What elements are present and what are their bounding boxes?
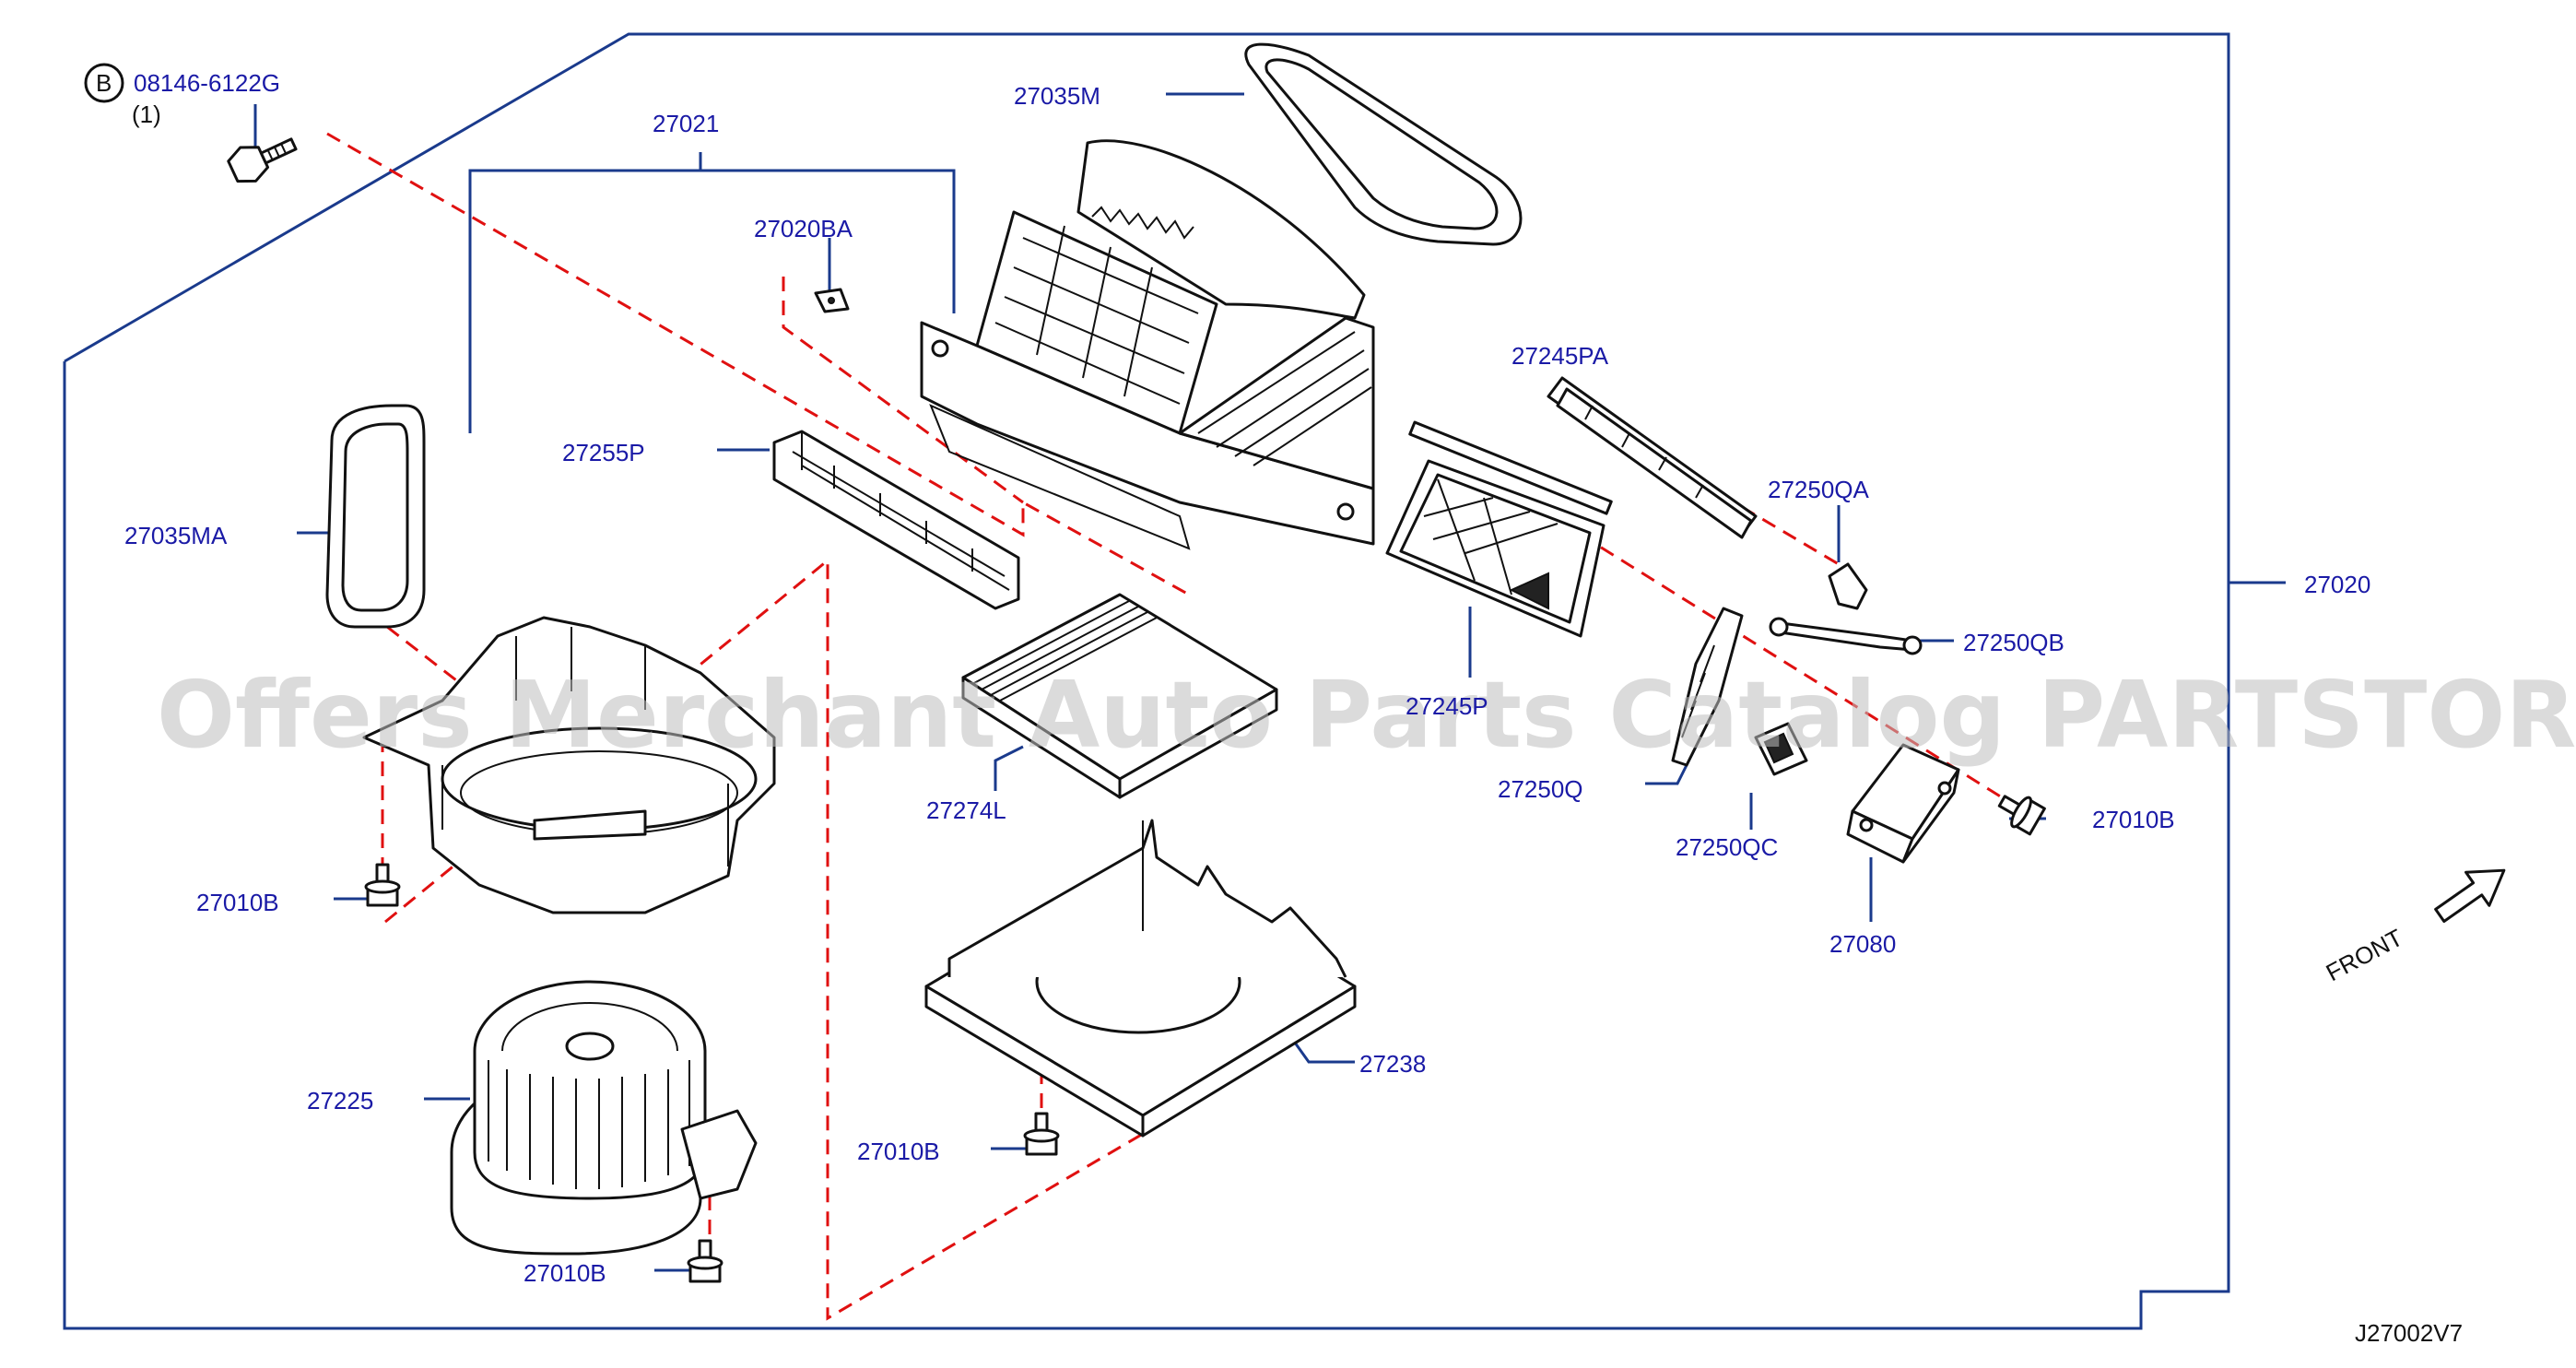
label-27035M[interactable]: 27035M — [1014, 82, 1100, 110]
label-27250QB[interactable]: 27250QB — [1963, 629, 2064, 656]
door-27245PA — [1547, 376, 1758, 539]
label-08146-6122G[interactable]: 08146-6122G — [134, 69, 280, 97]
watermark: Offers Merchant Auto Parts Catalog PARTS… — [157, 661, 2576, 769]
bolt-icon-top — [227, 137, 298, 183]
bolt-ref-letter: B — [96, 69, 112, 97]
intake-housing-27021 — [920, 139, 1375, 550]
resistor-27080 — [1846, 743, 1960, 864]
label-27020[interactable]: 27020 — [2304, 571, 2370, 598]
label-27010B-blower-motor[interactable]: 27010B — [523, 1259, 606, 1287]
grille-27255P — [772, 430, 1020, 610]
rod-27250QB — [1769, 617, 1923, 655]
label-27010B-lower-case[interactable]: 27010B — [857, 1138, 940, 1165]
diagram-code: J27002V7 — [2355, 1319, 2463, 1347]
label-27250Q[interactable]: 27250Q — [1498, 775, 1583, 803]
label-27010B-resistor[interactable]: 27010B — [2092, 806, 2175, 833]
label-27250QA[interactable]: 27250QA — [1768, 476, 1870, 503]
label-27010B-blower-case[interactable]: 27010B — [196, 889, 279, 916]
label-27225[interactable]: 27225 — [307, 1087, 373, 1114]
label-27274L[interactable]: 27274L — [926, 796, 1006, 824]
seal-27035M — [1244, 42, 1523, 246]
clip-27020BA — [814, 288, 850, 313]
label-27245P[interactable]: 27245P — [1406, 692, 1488, 720]
lower-case-27238 — [924, 819, 1357, 1138]
front-arrow-icon — [2434, 868, 2506, 923]
arm-27250Q — [1671, 607, 1744, 767]
blower-case — [362, 616, 776, 914]
link-27250QA — [1828, 562, 1868, 610]
label-27250QC[interactable]: 27250QC — [1676, 833, 1778, 861]
screw-icon-blower-motor — [687, 1239, 723, 1283]
bolt-ref-circle — [84, 63, 124, 103]
diagram-frame — [63, 32, 2230, 1330]
screw-icon-resistor — [1997, 795, 2046, 836]
blower-motor-27225 — [450, 980, 758, 1256]
label-27245PA[interactable]: 27245PA — [1511, 342, 1609, 370]
filter-27274L — [961, 593, 1278, 799]
bolt-ref-qty: (1) — [132, 100, 161, 128]
front-label: FRONT — [2322, 924, 2407, 987]
label-27020BA[interactable]: 27020BA — [754, 215, 853, 242]
seal-27035MA — [325, 404, 426, 629]
bracket-27250QC — [1754, 722, 1808, 776]
screw-icon-blower-case — [364, 863, 401, 907]
label-27035MA[interactable]: 27035MA — [124, 522, 228, 549]
label-27080[interactable]: 27080 — [1829, 930, 1896, 958]
label-27255P[interactable]: 27255P — [562, 439, 645, 466]
label-27021[interactable]: 27021 — [653, 110, 719, 137]
door-27245P — [1385, 420, 1613, 638]
label-27238[interactable]: 27238 — [1359, 1050, 1426, 1078]
screw-icon-lower-case — [1023, 1112, 1060, 1156]
